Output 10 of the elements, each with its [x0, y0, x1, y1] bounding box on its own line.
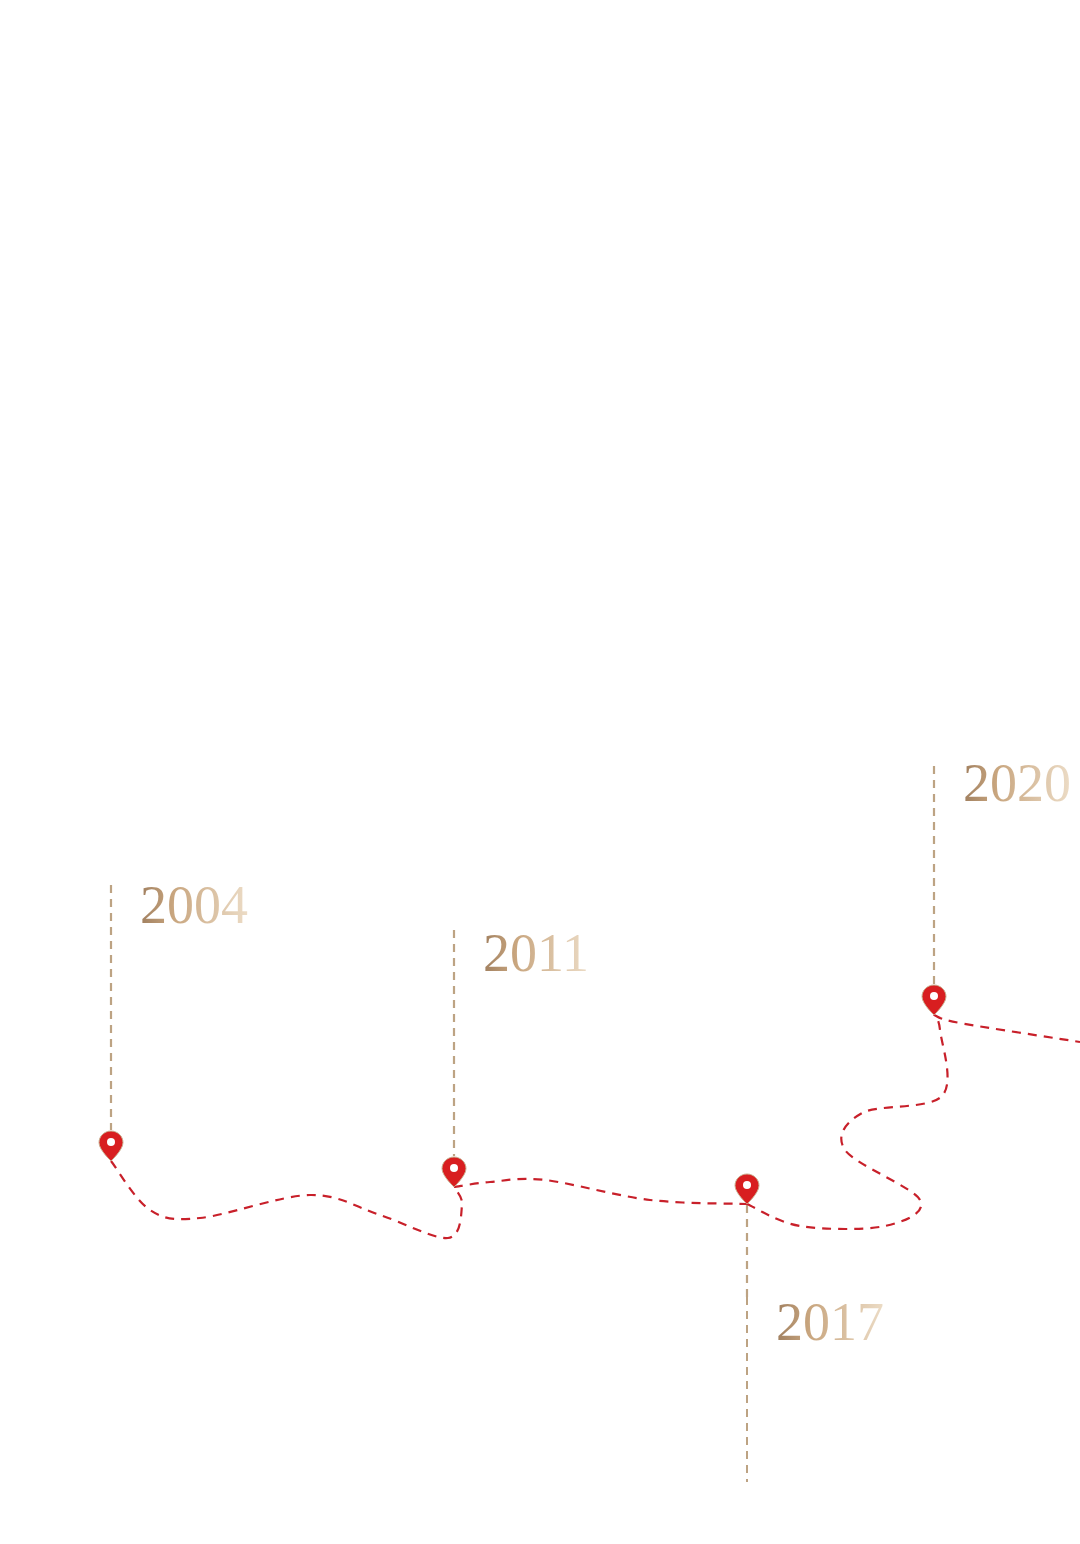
route-line: [933, 1014, 1080, 1044]
route-line: [110, 1160, 464, 1240]
location-pin-icon: [921, 984, 947, 1016]
leader-line: [452, 930, 456, 1156]
location-pin-icon: [98, 1130, 124, 1162]
location-pin-icon: [441, 1156, 467, 1188]
leader-line: [932, 766, 936, 984]
leader-line: [109, 885, 113, 1130]
leader-line: [745, 1204, 749, 1297]
location-pin-icon: [734, 1173, 760, 1205]
